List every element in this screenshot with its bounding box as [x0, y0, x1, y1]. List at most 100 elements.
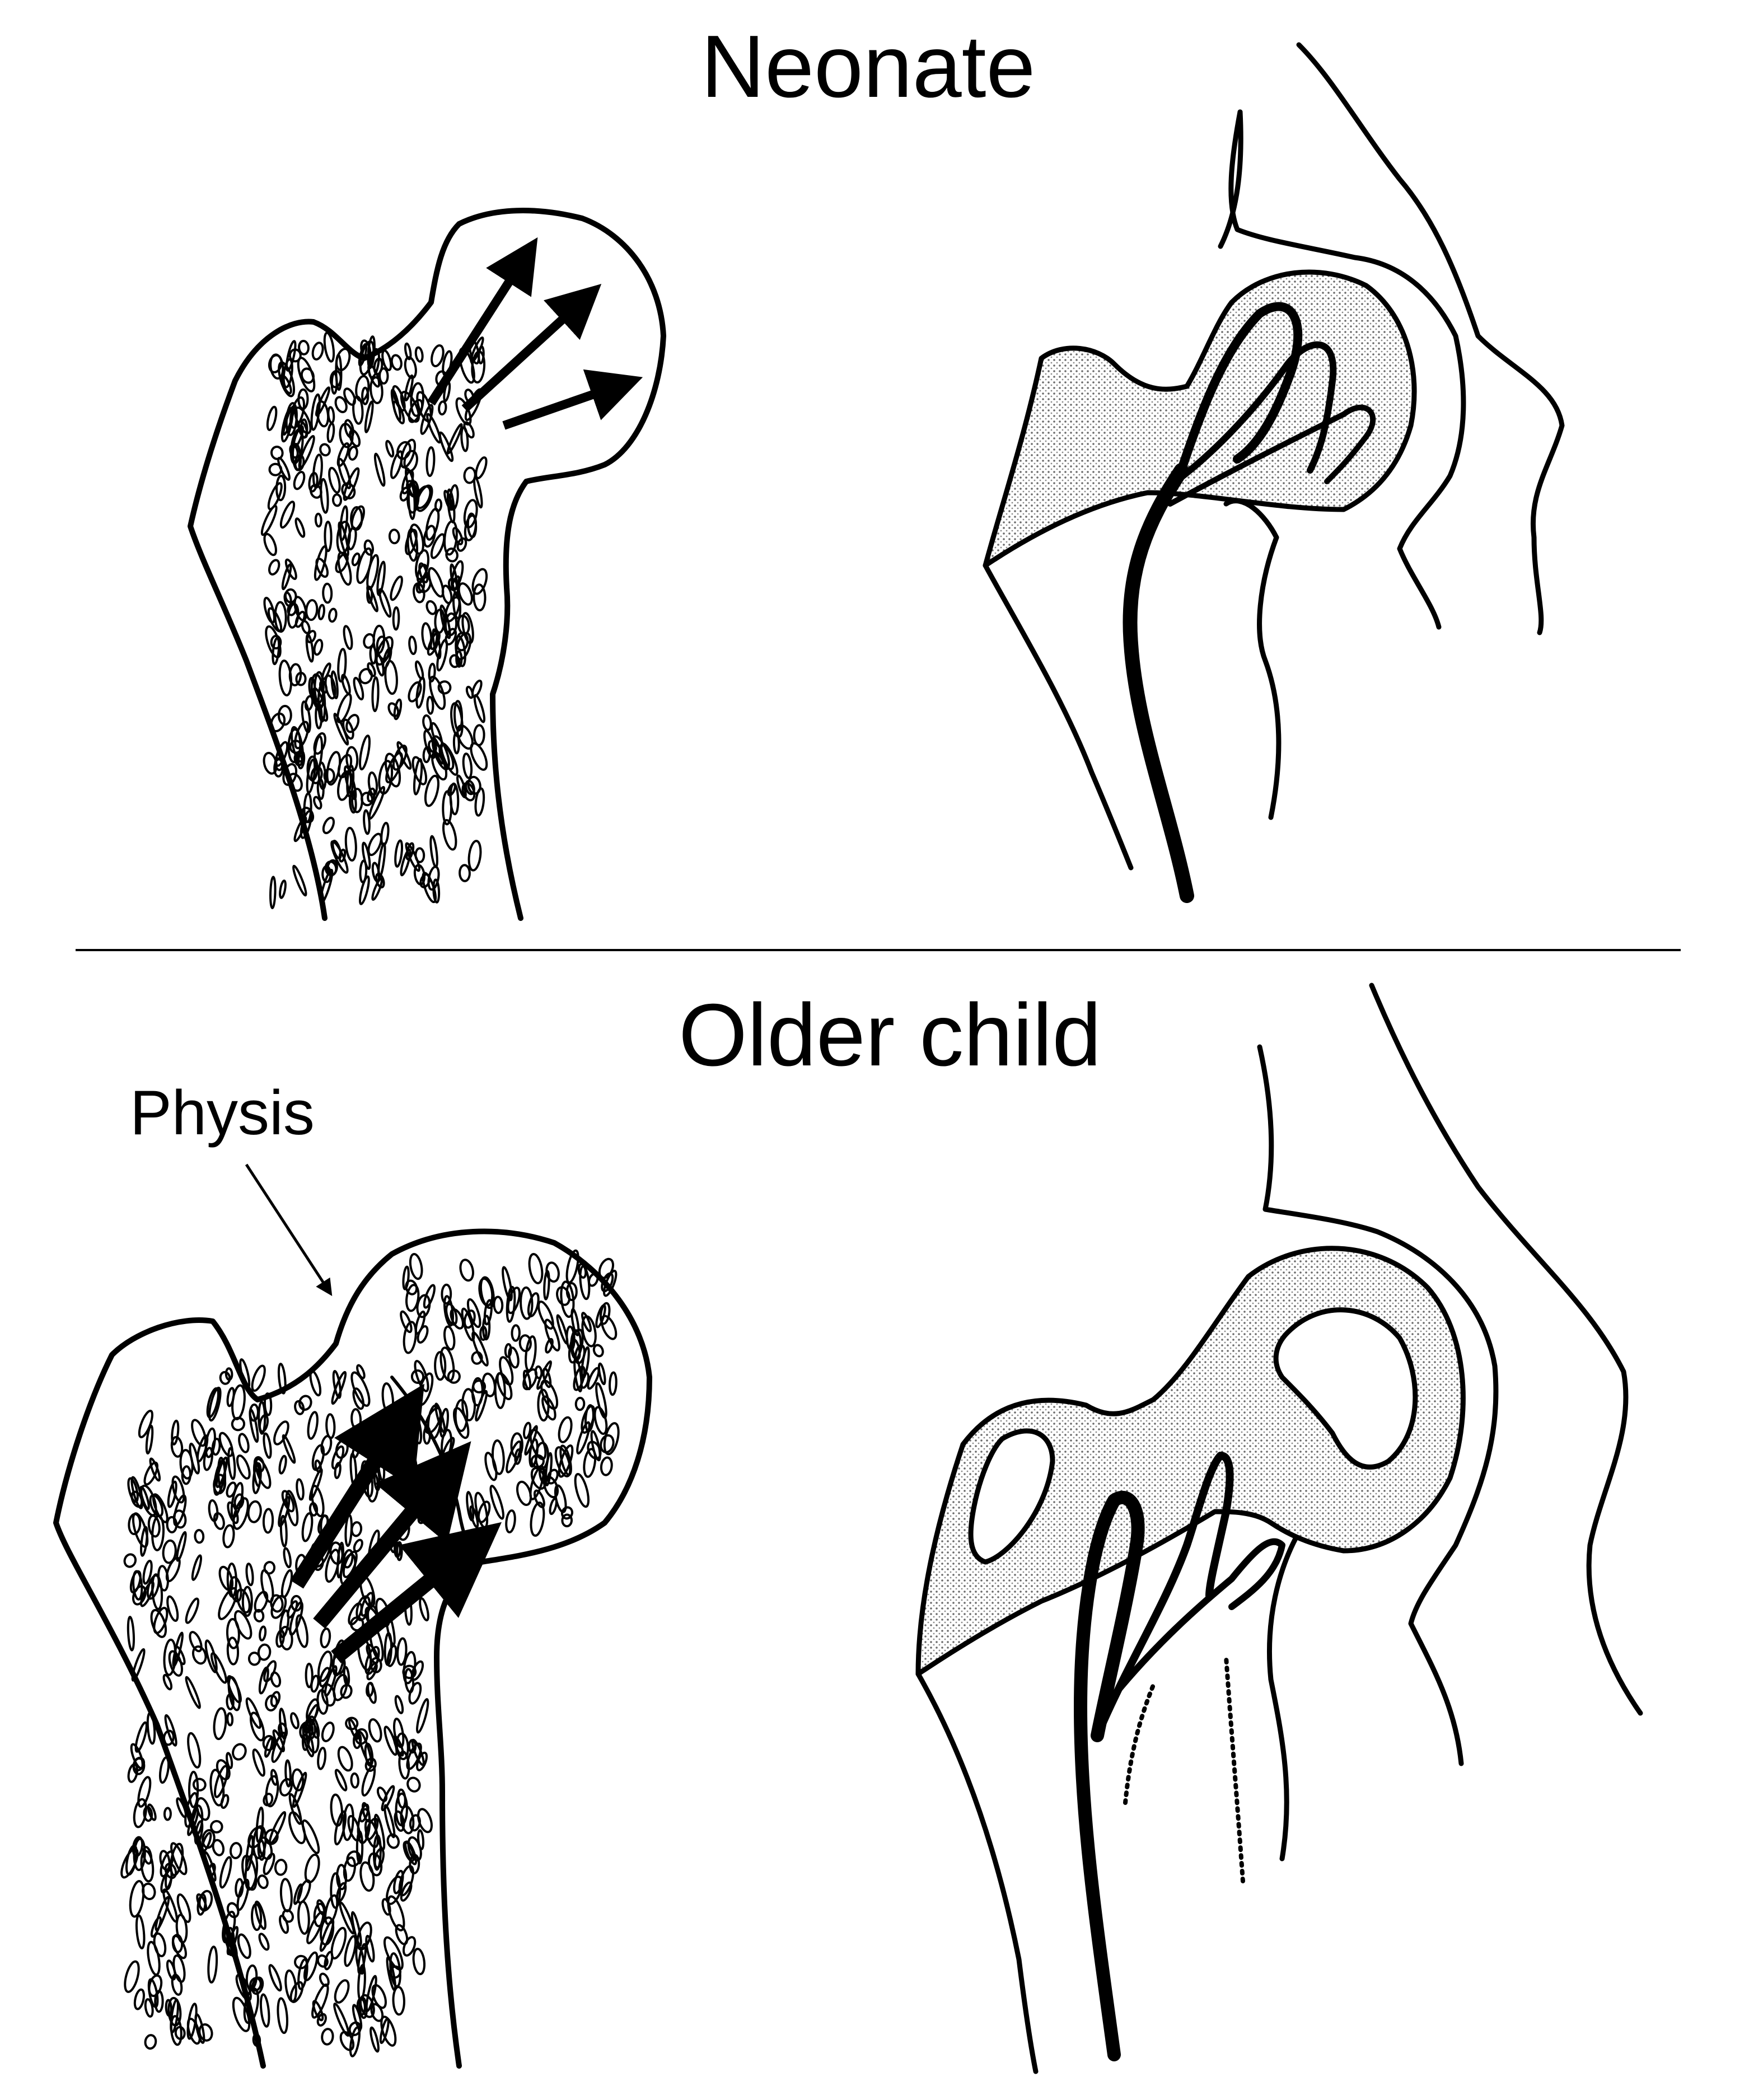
trabecula: [241, 1585, 253, 1617]
trabecula: [162, 1729, 175, 1746]
trabecula: [310, 484, 322, 499]
trabecula: [403, 1841, 415, 1863]
trabecula: [194, 1529, 205, 1544]
trabecula: [304, 1853, 320, 1884]
trabecula: [192, 1778, 207, 1792]
trabecula: [376, 635, 390, 661]
trabecula: [300, 367, 315, 384]
trabecula: [518, 1334, 532, 1353]
arrow-icon: [502, 369, 643, 430]
arrow-icon: [427, 237, 538, 406]
trabecula: [189, 1631, 203, 1653]
trabecula: [354, 1421, 369, 1442]
trabecula: [536, 1360, 552, 1390]
trabecula: [350, 788, 363, 813]
trabecula: [520, 1286, 534, 1320]
trabecula: [270, 1671, 282, 1688]
trabecula: [394, 839, 404, 868]
trabecula: [432, 628, 442, 660]
trabecula: [298, 1395, 312, 1411]
trabecula: [289, 1981, 304, 2003]
trabecula: [226, 1752, 233, 1770]
trabecula: [333, 2003, 350, 2037]
trabecula: [287, 602, 300, 629]
trabecula: [147, 1978, 159, 2008]
trabecula: [213, 1707, 227, 1741]
panel-title-older-child: Older child: [679, 986, 1102, 1084]
trabecula: [273, 1420, 289, 1446]
trabecula: [359, 735, 371, 771]
trabecula: [438, 431, 454, 462]
trabecula: [249, 1711, 265, 1742]
trabecula: [281, 563, 292, 591]
trabecula: [208, 1863, 216, 1877]
trabecula: [361, 1765, 376, 1797]
trabecula: [450, 563, 459, 597]
trabecula: [245, 1697, 262, 1729]
trabecula: [271, 1732, 286, 1763]
trabecula: [410, 382, 425, 417]
trabecula: [402, 1664, 417, 1680]
trabecula: [251, 1976, 264, 1995]
trabecula: [414, 1310, 426, 1335]
trabecula: [314, 512, 322, 528]
trabecula: [185, 1597, 200, 1624]
trabecula: [138, 1410, 153, 1438]
trabecula: [400, 1805, 415, 1835]
trabecula: [308, 471, 319, 493]
trabecula: [370, 2026, 380, 2053]
trabecula: [127, 1477, 139, 1503]
trabecula: [424, 774, 439, 807]
trabecula: [171, 1419, 180, 1446]
trabecula: [380, 2015, 397, 2047]
trabecula: [309, 1370, 322, 1397]
trabecula: [508, 1346, 520, 1369]
trabecula: [414, 1360, 429, 1392]
trabecula: [428, 567, 445, 598]
trabecula: [210, 1652, 227, 1684]
trabecula: [227, 1447, 236, 1480]
trabecula: [319, 1667, 331, 1687]
older-hip: [915, 983, 1643, 2074]
trabecula: [319, 1972, 330, 1987]
neonate-arrows: [427, 237, 643, 430]
trabecula: [384, 660, 398, 695]
trabecula: [475, 456, 488, 480]
trabecula: [334, 1810, 347, 1846]
trabecula: [297, 420, 308, 439]
neonate-hip: [983, 42, 1565, 871]
trabecula: [339, 423, 354, 448]
trabecula: [449, 484, 459, 511]
trabecula: [376, 1786, 388, 1802]
trabecula: [390, 576, 403, 601]
trabecula: [609, 1371, 618, 1396]
trabecula: [263, 1660, 277, 1683]
trabecula: [324, 1894, 339, 1925]
trabecula: [386, 1644, 398, 1667]
trabecula: [434, 1351, 447, 1381]
trabecula: [297, 1879, 311, 1904]
trabecula: [546, 1468, 559, 1485]
trabecula: [132, 1836, 144, 1858]
trabecula: [292, 1771, 307, 1808]
trabecula: [530, 1502, 545, 1537]
trabecula: [131, 1648, 146, 1682]
trabecula: [390, 389, 401, 422]
trabecula: [581, 1346, 590, 1379]
trabecula: [365, 1935, 375, 1963]
trabecula: [249, 1408, 259, 1443]
trabecula: [443, 1325, 456, 1351]
arrow-icon: [313, 1441, 471, 1629]
trabecula: [321, 2028, 334, 2046]
trabecula: [270, 1594, 287, 1619]
trabecula: [481, 1315, 491, 1341]
trabecula: [317, 604, 325, 620]
trabecula: [341, 482, 356, 499]
trabecula: [441, 1283, 452, 1305]
trabecula: [258, 1414, 269, 1433]
trabecula: [538, 1465, 548, 1485]
trabecula: [188, 1770, 199, 1808]
trabecula: [158, 1756, 170, 1784]
trabecula: [262, 1508, 274, 1534]
trabecula: [208, 1386, 222, 1422]
